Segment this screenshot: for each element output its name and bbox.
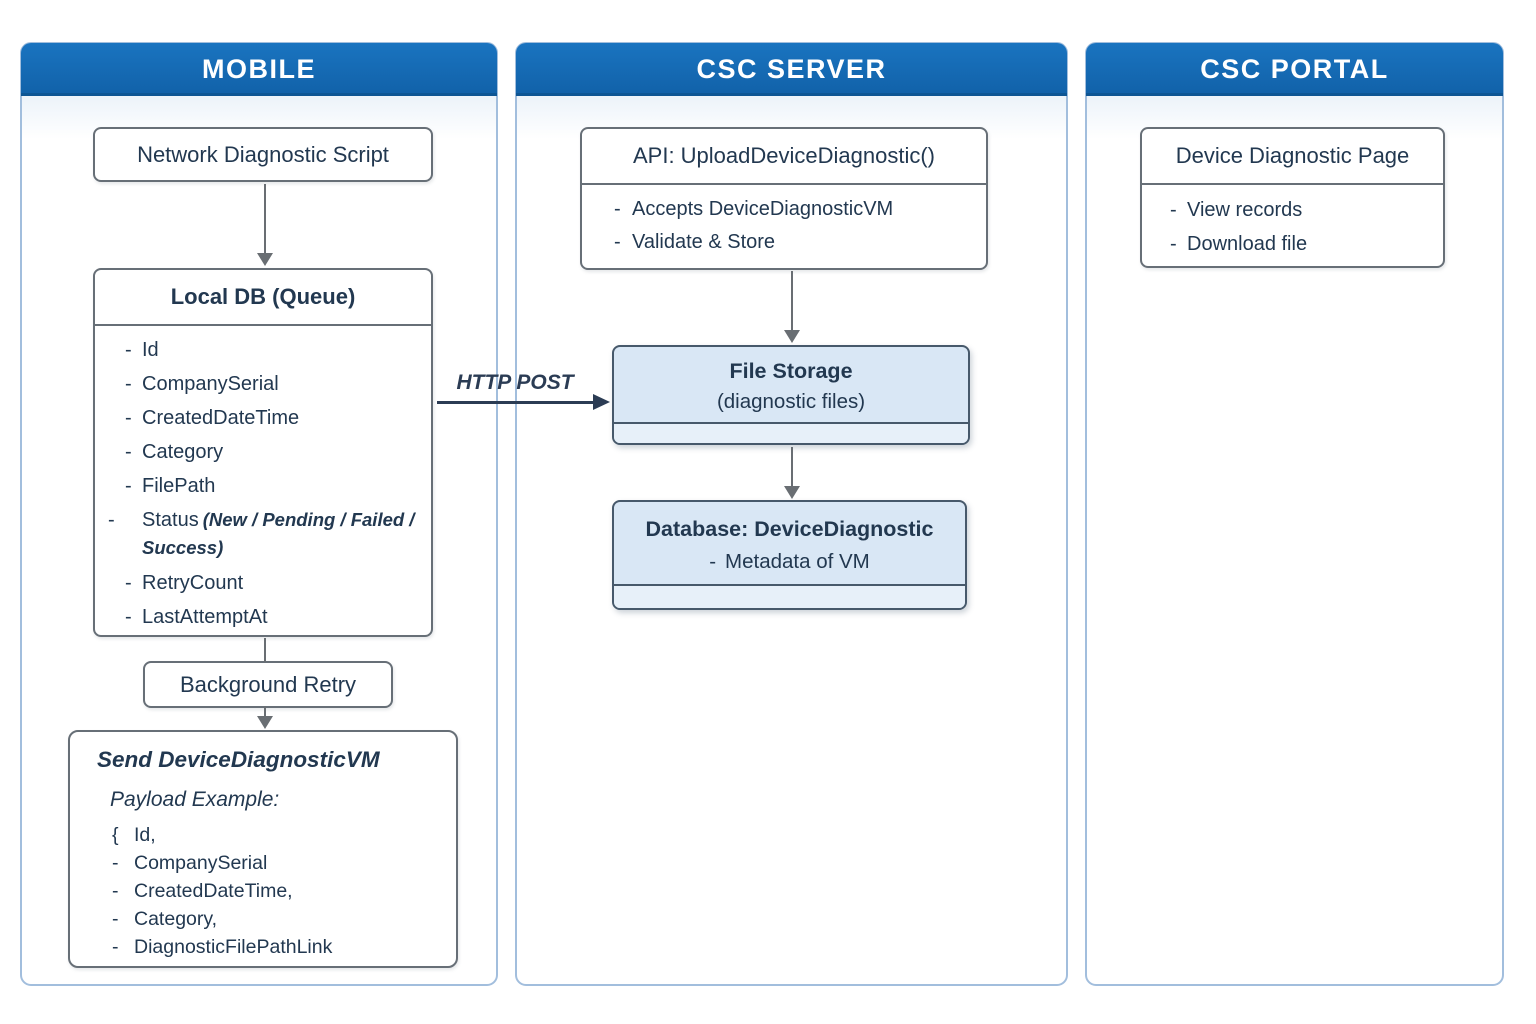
bullet-dash: -: [709, 550, 717, 573]
field-label: LastAttemptAt: [142, 606, 268, 628]
network-diagnostic-script-label: Network Diagnostic Script: [137, 141, 389, 167]
arrow-http-post: [437, 394, 610, 410]
field-label: CompanySerial: [142, 373, 279, 395]
portal-item: -Download file: [1170, 227, 1443, 261]
local-db-field: -LastAttemptAt: [95, 600, 427, 634]
field-label: Status: [142, 509, 199, 531]
api-item-label: Validate & Store: [632, 231, 776, 253]
bullet-dash: -: [614, 198, 621, 220]
bullet-dash: -: [1170, 199, 1177, 221]
panel-csc-portal-title: CSC PORTAL: [1200, 54, 1389, 84]
database-item-label: Metadata of VM: [725, 550, 870, 573]
database-content: Database: DeviceDiagnostic -Metadata of …: [614, 502, 965, 584]
connector-localdb-to-retry: [264, 638, 266, 662]
file-storage-title: File Storage: [729, 359, 853, 383]
bullet-dash: -: [112, 852, 119, 874]
payload-line: { Id,: [112, 821, 456, 849]
bullet-dash: -: [125, 441, 132, 463]
api-item: -Validate & Store: [614, 226, 986, 259]
local-db-queue-title: Local DB (Queue): [95, 270, 431, 326]
payload-lines: {Id, -CompanySerial -CreatedDateTime, -C…: [112, 821, 456, 961]
send-devicediagnosticvm-box: Send DeviceDiagnosticVM Payload Example:…: [68, 730, 458, 968]
bullet-dash: -: [125, 475, 132, 497]
local-db-field: -FilePath: [95, 469, 427, 503]
bullet-dash: -: [112, 880, 119, 902]
payload-line: -CreatedDateTime,: [112, 877, 456, 905]
arrow-script-to-localdb: [257, 184, 273, 266]
portal-item-label: View records: [1187, 199, 1303, 221]
bullet-dash: -: [112, 908, 119, 930]
local-db-field: -Id: [95, 333, 427, 367]
payload-field: CreatedDateTime,: [134, 880, 293, 902]
field-label: CreatedDateTime: [142, 407, 300, 429]
bullet-dash: -: [125, 572, 132, 594]
database-title: Database: DeviceDiagnostic: [614, 502, 965, 544]
bullet-dash: -: [125, 373, 132, 395]
api-item: -Accepts DeviceDiagnosticVM: [614, 193, 986, 226]
payload-line: -DiagnosticFilePathLink: [112, 933, 456, 961]
payload-field: Category,: [134, 908, 218, 930]
bullet-dash: -: [125, 606, 132, 628]
api-box-title: API: UploadDeviceDiagnostic(): [582, 129, 986, 185]
database-title-prefix: Database:: [645, 517, 749, 541]
bullet-dash: -: [125, 339, 132, 361]
file-storage-subtitle: (diagnostic files): [716, 390, 866, 413]
local-db-field-status: - Status(New / Pending / Failed / Success…: [95, 506, 427, 562]
api-item-label: Accepts DeviceDiagnosticVM: [632, 198, 894, 220]
api-upload-device-diagnostic-box: API: UploadDeviceDiagnostic() -Accepts D…: [580, 127, 988, 270]
bullet-dash: -: [112, 936, 119, 958]
local-db-field: -CompanySerial: [95, 367, 427, 401]
panel-csc-server-header: CSC SERVER: [516, 43, 1067, 96]
payload-field: CompanySerial: [134, 852, 268, 874]
local-db-queue-box: Local DB (Queue) -Id -CompanySerial -Cre…: [93, 268, 433, 637]
portal-item: -View records: [1170, 193, 1443, 227]
send-box-title: Send DeviceDiagnosticVM: [97, 747, 380, 772]
status-values-note: (New / Pending / Failed / Success): [142, 509, 415, 558]
http-post-label: HTTP POST: [456, 371, 574, 394]
payload-example-label: Payload Example:: [110, 788, 280, 811]
panel-mobile-header: MOBILE: [21, 43, 497, 96]
payload-line: -CompanySerial: [112, 849, 456, 877]
file-storage-content: File Storage (diagnostic files): [614, 347, 968, 422]
field-label: Id: [142, 339, 159, 361]
arrow-api-to-filestorage: [784, 271, 800, 343]
bullet-dash: -: [108, 509, 115, 531]
portal-item-label: Download file: [1187, 233, 1308, 255]
bullet-dash: -: [614, 231, 621, 253]
arrow-filestorage-to-database: [784, 447, 800, 499]
payload-line: -Category,: [112, 905, 456, 933]
network-diagnostic-script-box: Network Diagnostic Script: [93, 127, 433, 182]
database-item: -Metadata of VM: [614, 544, 965, 579]
payload-field: DiagnosticFilePathLink: [134, 936, 333, 958]
database-devicediagnostic-box: Database: DeviceDiagnostic -Metadata of …: [612, 500, 967, 610]
local-db-field: -Category: [95, 435, 427, 469]
portal-items: -View records -Download file: [1142, 185, 1443, 261]
arrow-retry-to-send: [257, 706, 273, 729]
bullet-dash: -: [1170, 233, 1177, 255]
file-storage-footer-strip: [614, 422, 968, 443]
database-footer-strip: [614, 584, 965, 608]
api-box-items: -Accepts DeviceDiagnosticVM -Validate & …: [582, 185, 986, 259]
file-storage-box: File Storage (diagnostic files): [612, 345, 970, 445]
background-retry-label: Background Retry: [179, 671, 357, 697]
device-diagnostic-page-title: Device Diagnostic Page: [1142, 129, 1443, 185]
device-diagnostic-page-box: Device Diagnostic Page -View records -Do…: [1140, 127, 1445, 268]
panel-mobile-title: MOBILE: [202, 54, 316, 84]
field-label: RetryCount: [142, 572, 244, 594]
local-db-field: -CreatedDateTime: [95, 401, 427, 435]
database-title-name: DeviceDiagnostic: [754, 517, 934, 541]
panel-csc-server-title: CSC SERVER: [696, 54, 887, 84]
field-label: Category: [142, 441, 224, 463]
background-retry-box: Background Retry: [143, 661, 393, 708]
panel-csc-portal-header: CSC PORTAL: [1086, 43, 1503, 96]
bullet-brace: {: [112, 824, 119, 846]
payload-field: Id,: [134, 824, 156, 846]
field-label: FilePath: [142, 475, 216, 497]
local-db-field-list: -Id -CompanySerial -CreatedDateTime -Cat…: [95, 326, 431, 634]
local-db-field: -RetryCount: [95, 566, 427, 600]
bullet-dash: -: [125, 407, 132, 429]
